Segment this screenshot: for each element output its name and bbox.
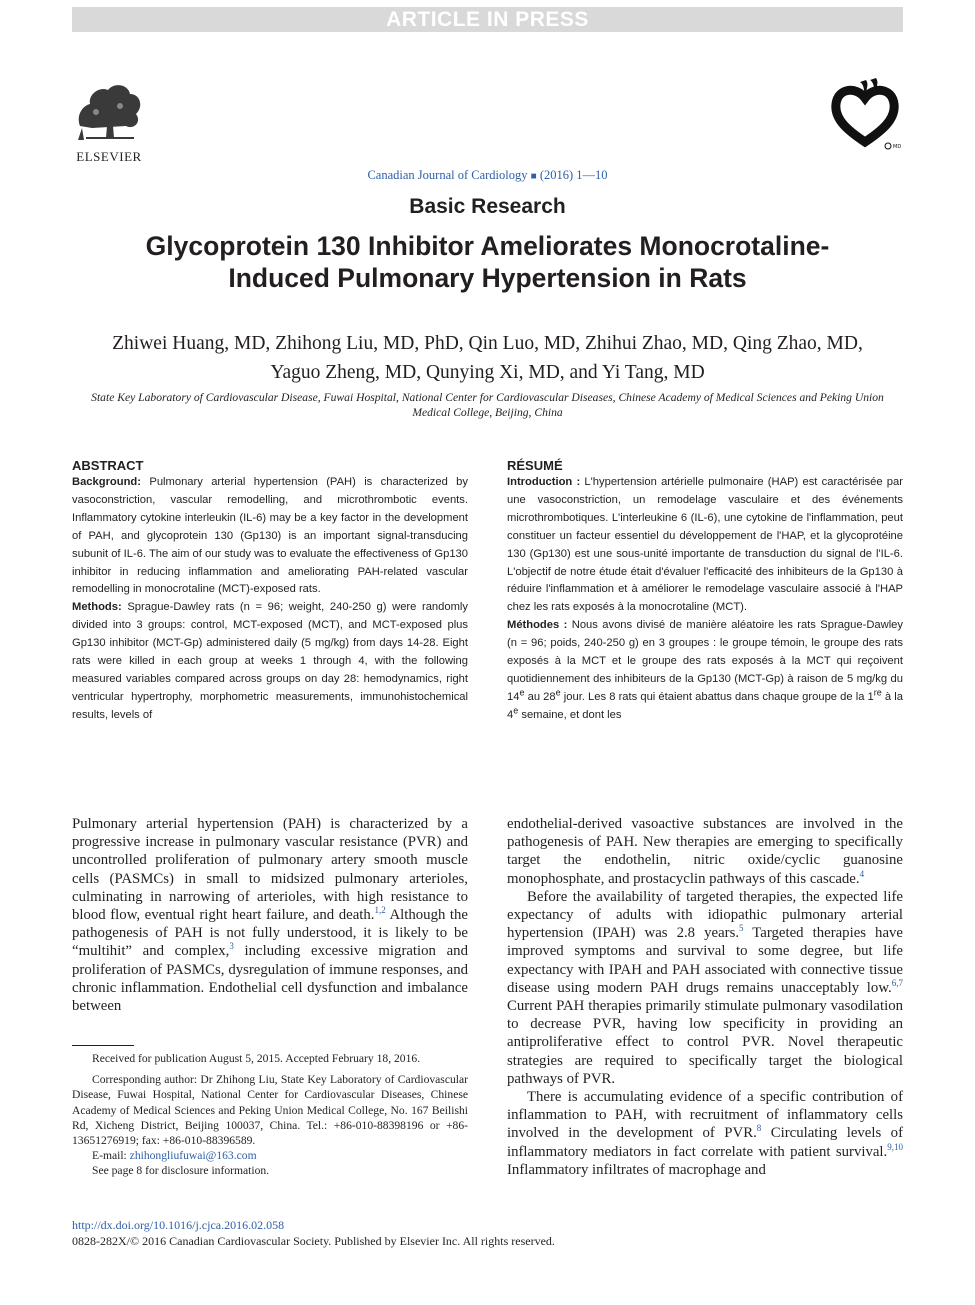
resume-heading: RÉSUMÉ	[507, 458, 563, 473]
resume-methodes: Méthodes : Nous avons divisé de manière …	[507, 617, 903, 724]
methodes-text-a: Nous avons divisé de manière aléatoire l…	[507, 619, 903, 703]
body-right-column: endothelial-derived vasoactive substance…	[507, 815, 903, 1179]
text: There is accumulating evidence of a spec…	[507, 1089, 903, 1142]
reference-link[interactable]: 5	[739, 923, 744, 934]
text: Current PAH therapies primarily stimulat…	[507, 998, 903, 1087]
resume-introduction: Introduction : L'hypertension artérielle…	[507, 474, 903, 617]
doi-link[interactable]: http://dx.doi.org/10.1016/j.cjca.2016.02…	[72, 1218, 285, 1232]
svg-text:MD: MD	[893, 144, 901, 150]
affiliation: State Key Laboratory of Cardiovascular D…	[91, 391, 884, 419]
abstract-background: Background: Pulmonary arterial hypertens…	[72, 474, 468, 599]
text: including excessive migration and prolif…	[72, 943, 468, 1015]
body-paragraph-continued: endothelial-derived vasoactive substance…	[507, 815, 903, 888]
reference-link[interactable]: 4	[859, 868, 865, 879]
journal-heart-logo: MD	[826, 76, 904, 154]
intro-text: L'hypertension artérielle pulmonaire (HA…	[507, 476, 903, 614]
elsevier-logo: ELSEVIER	[72, 76, 146, 164]
methods-text: Sprague-Dawley rats (n = 96; weight, 240…	[72, 601, 468, 721]
methodes-text-c: jour. Les 8 rats qui étaient abattus dan…	[560, 690, 874, 703]
authors-line-1: Zhiwei Huang, MD, Zhihong Liu, MD, PhD, …	[112, 333, 863, 354]
intro-label: Introduction :	[507, 476, 581, 488]
abstract-methods: Methods: Sprague-Dawley rats (n = 96; we…	[72, 599, 468, 724]
doi-block: http://dx.doi.org/10.1016/j.cjca.2016.02…	[72, 1217, 555, 1249]
journal-citation: Canadian Journal of Cardiology ■ (2016) …	[0, 168, 975, 183]
text: endothelial-derived vasoactive substance…	[507, 816, 903, 887]
reference-link[interactable]: 9,10	[887, 1141, 903, 1152]
text: Inflammatory infiltrates of macrophage a…	[507, 1161, 766, 1178]
superscript: re	[873, 687, 882, 698]
methods-label: Methods:	[72, 601, 122, 614]
email-line: E-mail: zhihongliufuwai@163.com	[72, 1148, 468, 1163]
background-text: Pulmonary arterial hypertension (PAH) is…	[72, 476, 468, 596]
text: Circulating levels of inflammatory media…	[507, 1125, 903, 1160]
author-list: Zhiwei Huang, MD, Zhihong Liu, MD, PhD, …	[60, 329, 915, 387]
intro-paragraph-1: Pulmonary arterial hypertension (PAH) is…	[72, 815, 468, 1015]
abstract-heading: ABSTRACT	[72, 458, 144, 473]
superscript: e	[513, 705, 519, 716]
heart-logo-icon: MD	[831, 78, 901, 150]
abstract-french: RÉSUMÉ Introduction : L'hypertension art…	[507, 457, 903, 725]
reference-link[interactable]: 3	[229, 941, 234, 952]
separator-square-icon: ■	[530, 171, 537, 182]
methodes-text-d: à la 4	[507, 690, 903, 721]
abstract-english: ABSTRACT Background: Pulmonary arterial …	[72, 457, 468, 725]
received-date: Received for publication August 5, 2015.…	[92, 1052, 421, 1065]
superscript: e	[519, 687, 525, 698]
citation-pages: (2016) 1—10	[539, 168, 608, 182]
body-paragraph-3: There is accumulating evidence of a spec…	[507, 1088, 903, 1179]
authors-line-2: Yaguo Zheng, MD, Qunying Xi, MD, and Yi …	[270, 362, 705, 383]
email-link[interactable]: zhihongliufuwai@163.com	[129, 1149, 257, 1163]
superscript: e	[555, 687, 561, 698]
email-label: E-mail:	[92, 1149, 130, 1163]
reference-link[interactable]: 6,7	[891, 977, 903, 988]
corresponding-author: Corresponding author: Dr Zhihong Liu, St…	[72, 1073, 468, 1148]
footnote-divider	[72, 1045, 134, 1046]
methodes-label: Méthodes :	[507, 619, 568, 632]
copyright: 0828-282X/© 2016 Canadian Cardiovascular…	[72, 1234, 555, 1248]
text: Pulmonary arterial hypertension (PAH) is…	[72, 816, 468, 924]
body-paragraph-2: Before the availability of targeted ther…	[507, 888, 903, 1088]
disclosure-note: See page 8 for disclosure information.	[92, 1164, 270, 1178]
section-type: Basic Research	[409, 195, 566, 218]
article-title: Glycoprotein 130 Inhibitor Ameliorates M…	[145, 231, 830, 293]
article-in-press-banner: ARTICLE IN PRESS	[72, 7, 903, 32]
text: Before the availability of targeted ther…	[507, 888, 903, 942]
elsevier-wordmark: ELSEVIER	[76, 149, 142, 164]
text: Although the pathogenesis of PAH is not …	[72, 907, 468, 960]
methodes-text-b: au 28	[524, 690, 556, 703]
background-label: Background:	[72, 476, 141, 488]
elsevier-tree-icon	[72, 76, 146, 144]
body-left-column: Pulmonary arterial hypertension (PAH) is…	[72, 815, 468, 1015]
reference-link[interactable]: 1,2	[374, 905, 386, 916]
footnotes: Received for publication August 5, 2015.…	[72, 1051, 468, 1179]
reference-link[interactable]: 8	[756, 1123, 762, 1134]
methodes-text-e: semaine, et dont les	[518, 708, 622, 721]
text: Targeted therapies have improved symptom…	[507, 925, 903, 996]
journal-name-link[interactable]: Canadian Journal of Cardiology	[367, 168, 528, 182]
